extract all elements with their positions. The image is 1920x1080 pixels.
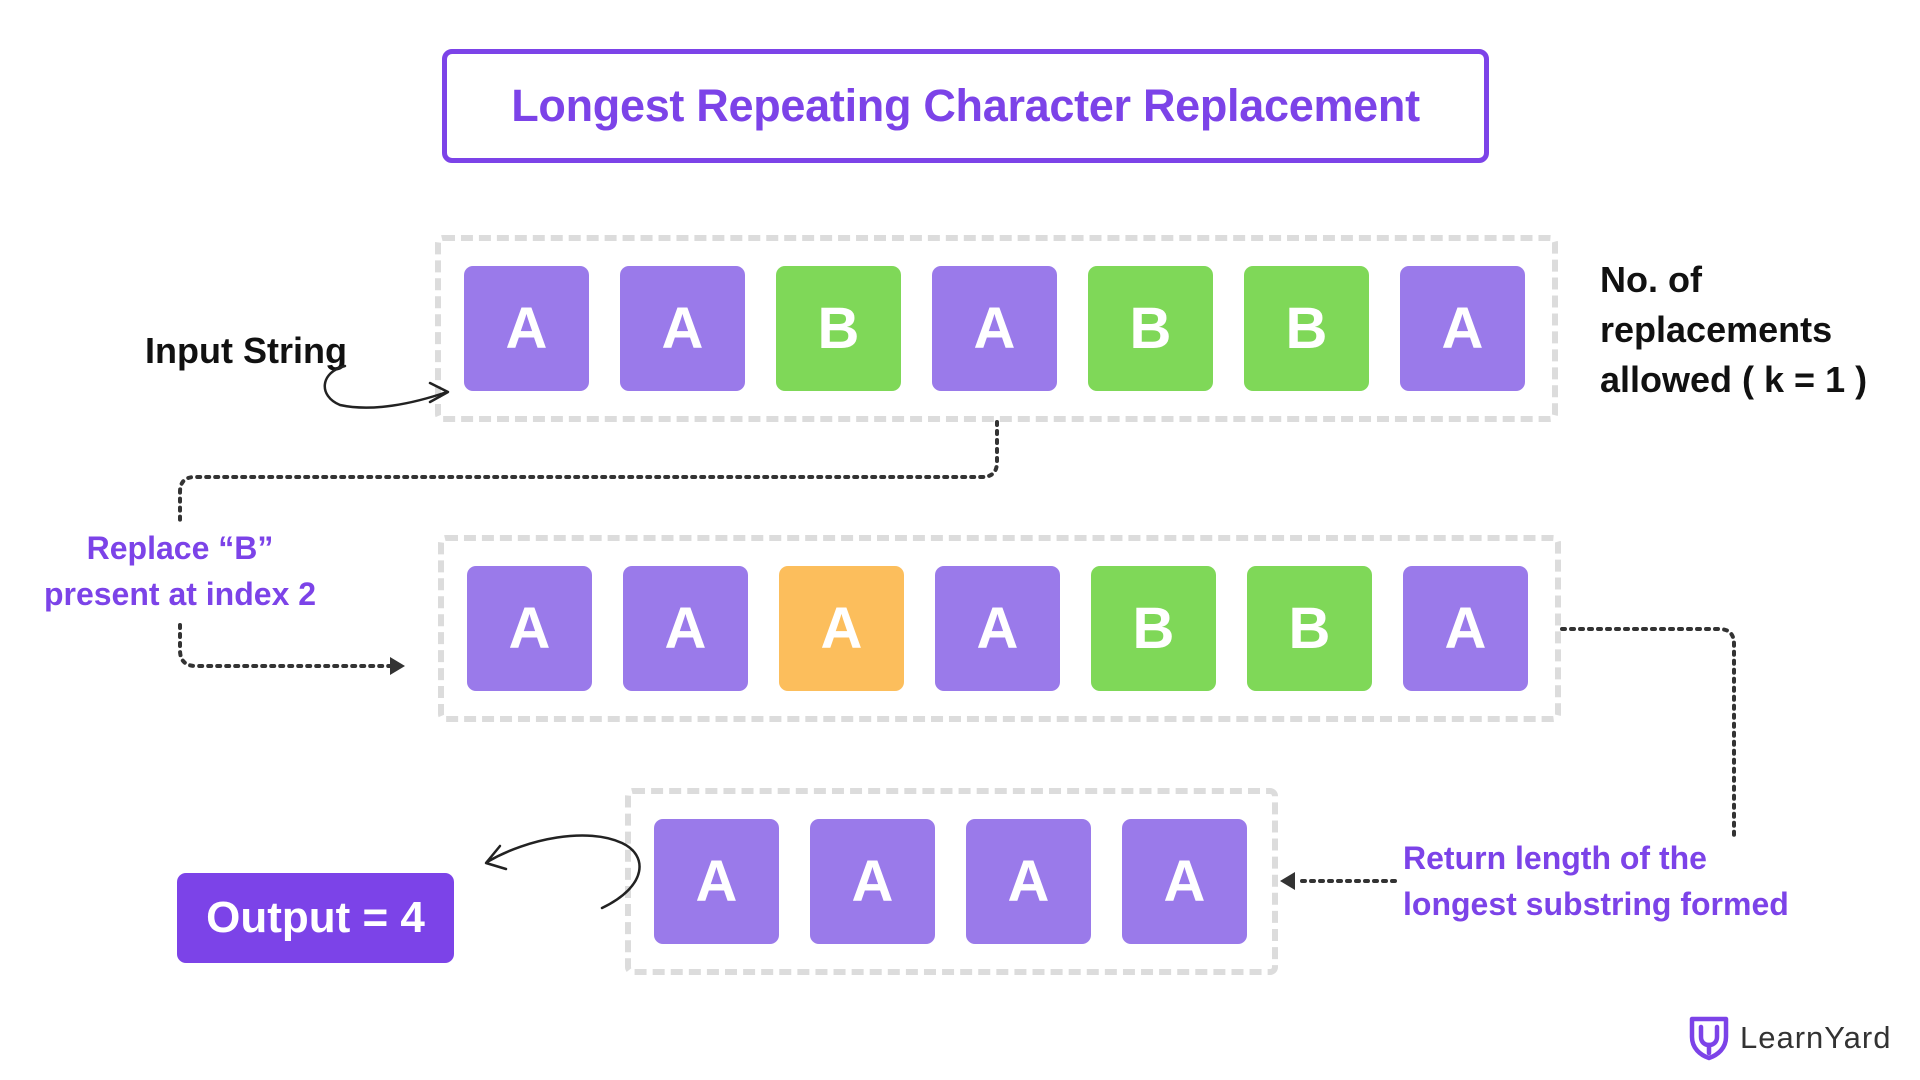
char-cell: A (779, 566, 904, 691)
replace-arrow-head (390, 657, 405, 675)
k-label-line-2: replacements (1600, 309, 1833, 350)
replace-note-line-1: Replace “B” (86, 530, 274, 566)
return-note-line-1: Return length of the (1403, 840, 1707, 876)
char-cell: A (810, 819, 935, 944)
return-connector (1560, 627, 1736, 840)
char-cell: B (1244, 266, 1369, 391)
page-title: Longest Repeating Character Replacement (511, 80, 1420, 131)
char-cell: B (1247, 566, 1372, 691)
char-cell: A (467, 566, 592, 691)
replace-arrow (178, 623, 397, 668)
char-cell: A (932, 266, 1057, 391)
char-cell: B (776, 266, 901, 391)
char-cell: A (464, 266, 589, 391)
return-note: Return length of the longest substring f… (1403, 835, 1789, 927)
char-cell: B (1088, 266, 1213, 391)
learnyard-logo-text: LearnYard (1740, 1020, 1892, 1055)
return-arrow-head (1280, 872, 1295, 890)
output-value: Output = 4 (206, 893, 425, 942)
char-cell: A (1122, 819, 1247, 944)
output-curve-arrow (484, 834, 641, 910)
char-cell: A (966, 819, 1091, 944)
replace-note-line-2: present at index 2 (43, 576, 317, 612)
replace-connector (178, 420, 999, 522)
title-box: Longest Repeating Character Replacement (442, 49, 1489, 163)
k-label-line-1: No. of (1600, 259, 1702, 300)
char-cell: A (620, 266, 745, 391)
return-note-line-2: longest substring formed (1403, 886, 1789, 922)
k-label-line-3: allowed ( k = 1 ) (1600, 359, 1868, 400)
char-cell: A (1400, 266, 1525, 391)
input-string-label: Input String (145, 330, 347, 371)
char-cell: A (654, 819, 779, 944)
output-badge: Output = 4 (177, 873, 454, 963)
char-cell: A (935, 566, 1060, 691)
input-curve-arrow (323, 364, 450, 409)
char-cell: A (623, 566, 748, 691)
learnyard-logo-icon (1689, 1016, 1729, 1061)
k-label: No. of replacements allowed ( k = 1 ) (1600, 255, 1867, 405)
char-cell: B (1091, 566, 1216, 691)
learnyard-logo: LearnYard (1688, 1015, 1891, 1061)
char-cell: A (1403, 566, 1528, 691)
replace-note: Replace “B” present at index 2 (25, 525, 335, 617)
